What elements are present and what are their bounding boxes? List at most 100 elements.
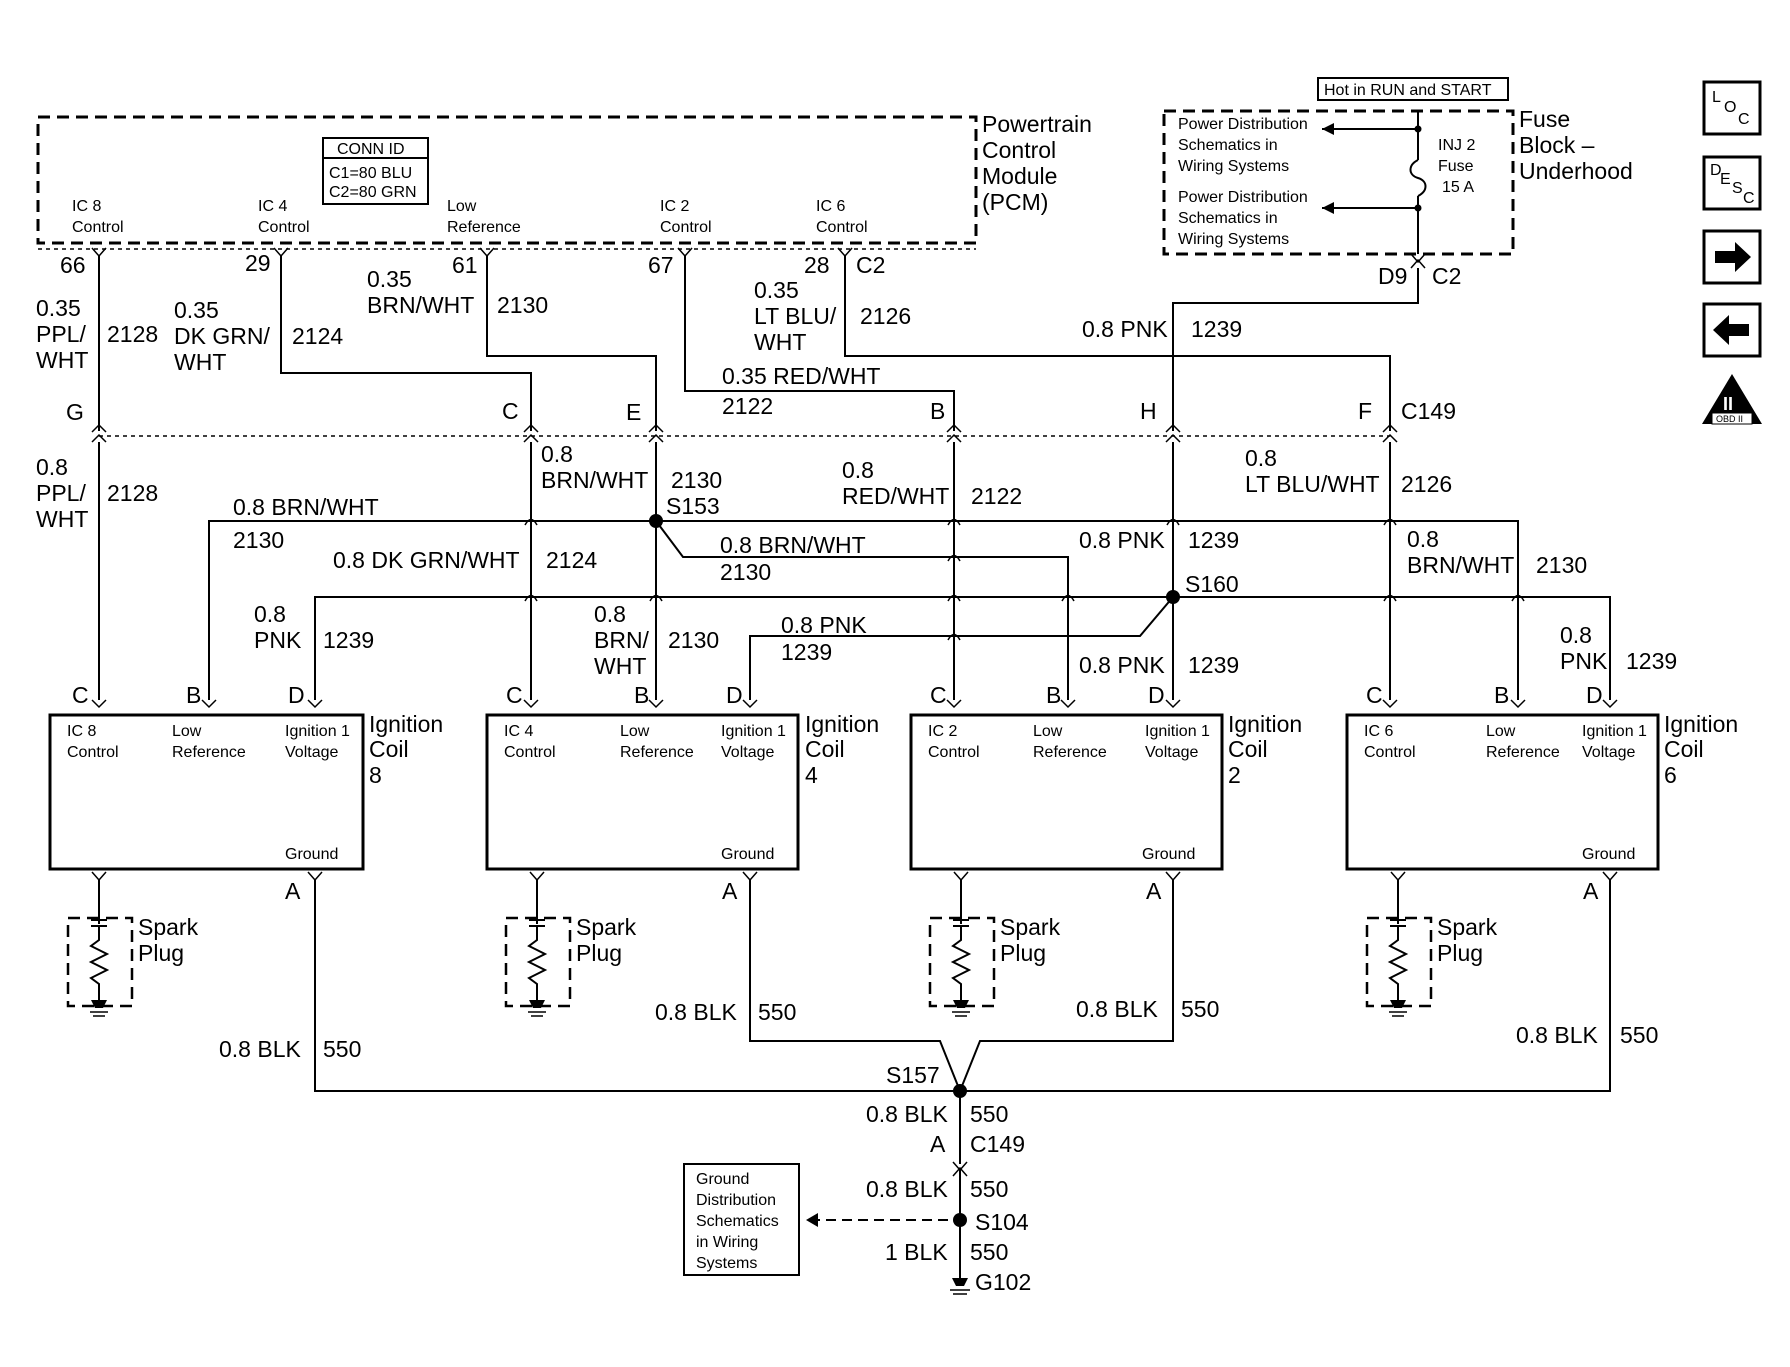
obd2-icon[interactable]: II OBD II: [1702, 374, 1762, 425]
svg-text:0.8 BLK: 0.8 BLK: [866, 1101, 948, 1127]
svg-text:Spark: Spark: [1000, 914, 1061, 940]
svg-text:0.8: 0.8: [36, 454, 68, 480]
svg-text:Ground: Ground: [721, 846, 774, 863]
pcm-pin-number: 66: [60, 252, 86, 278]
splice-label: S104: [975, 1209, 1029, 1235]
ground-label: G102: [975, 1269, 1031, 1295]
arrow-left-icon: [1322, 123, 1334, 135]
svg-text:550: 550: [970, 1239, 1008, 1265]
svg-text:Voltage: Voltage: [1145, 744, 1198, 761]
svg-text:IC 4: IC 4: [504, 723, 533, 740]
svg-text:2130: 2130: [233, 527, 284, 553]
c149-ground-pin: A: [930, 1131, 946, 1157]
ground-distribution-box: Ground Distribution Schematics in Wiring…: [683, 1163, 800, 1276]
splice-label: S160: [1185, 571, 1239, 597]
splice-s153: [649, 514, 663, 528]
svg-text:C: C: [930, 682, 947, 708]
svg-text:Coil: Coil: [1228, 736, 1268, 762]
svg-text:Control: Control: [504, 744, 556, 761]
svg-text:Ground: Ground: [696, 1171, 749, 1188]
conn-id-c1: C1=80 BLU: [329, 165, 412, 182]
svg-text:Spark: Spark: [1437, 914, 1498, 940]
ground-wire-labels: 0.8 BLK 550 0.8 BLK 550 0.8 BLK 550 0.8 …: [219, 996, 1658, 1295]
pcm-pin-name: Reference: [447, 219, 521, 236]
svg-text:2128: 2128: [107, 321, 158, 347]
svg-text:Ignition: Ignition: [369, 711, 443, 737]
svg-text:2130: 2130: [497, 292, 548, 318]
svg-text:Ignition: Ignition: [1228, 711, 1302, 737]
svg-text:2: 2: [1228, 762, 1241, 788]
svg-text:1239: 1239: [1191, 316, 1242, 342]
svg-text:RED/WHT: RED/WHT: [842, 483, 949, 509]
svg-text:LT BLU/: LT BLU/: [754, 303, 837, 329]
coil-ground-pin: A: [1583, 878, 1599, 904]
svg-text:PPL/: PPL/: [36, 480, 86, 506]
svg-text:2126: 2126: [860, 303, 911, 329]
svg-text:0.35: 0.35: [754, 277, 799, 303]
svg-text:2130: 2130: [720, 559, 771, 585]
arrow-left-icon: [1322, 202, 1334, 214]
splice-s160: [1166, 590, 1180, 604]
svg-text:0.8 BLK: 0.8 BLK: [866, 1176, 948, 1202]
svg-text:Ground: Ground: [285, 846, 338, 863]
svg-text:BRN/WHT: BRN/WHT: [1407, 552, 1514, 578]
splice-label: S157: [886, 1062, 940, 1088]
svg-text:D: D: [288, 682, 305, 708]
svg-text:WHT: WHT: [754, 329, 806, 355]
svg-text:0.8: 0.8: [1407, 526, 1439, 552]
loc-icon[interactable]: L O C: [1702, 80, 1762, 136]
splice-s104: [953, 1213, 967, 1227]
spark-plug-6: Spark Plug: [1365, 871, 1498, 1017]
splice-label: S153: [666, 493, 720, 519]
pcm-pin-number: 28: [804, 252, 830, 278]
svg-text:550: 550: [1181, 996, 1219, 1022]
svg-text:D: D: [726, 682, 743, 708]
svg-text:1239: 1239: [1188, 527, 1239, 553]
ignition-coil-6: IC 6 Control Low Reference Ignition 1 Vo…: [1345, 711, 1738, 871]
desc-icon[interactable]: D E S C: [1702, 155, 1762, 211]
svg-text:1239: 1239: [1188, 652, 1239, 678]
svg-text:1239: 1239: [1626, 648, 1677, 674]
fuse-block-title: Block –: [1519, 132, 1595, 158]
svg-text:2124: 2124: [546, 547, 597, 573]
svg-text:Voltage: Voltage: [721, 744, 774, 761]
svg-text:0.8: 0.8: [1560, 622, 1592, 648]
svg-text:0.8: 0.8: [254, 601, 286, 627]
spark-plug-4: Spark Plug: [504, 871, 637, 1017]
conn-id-header: CONN ID: [337, 141, 405, 158]
ignition-coil-4: IC 4 Control Low Reference Ignition 1 Vo…: [485, 711, 879, 871]
svg-text:OBD II: OBD II: [1716, 414, 1743, 424]
wire-labels-lower: 0.8 PPL/ WHT 2128 0.8 BRN/WHT 2130 S153 …: [36, 441, 1677, 679]
svg-text:0.8 PNK: 0.8 PNK: [1079, 652, 1165, 678]
arrow-left-icon[interactable]: [1702, 302, 1762, 358]
svg-text:550: 550: [323, 1036, 361, 1062]
svg-text:C: C: [72, 682, 89, 708]
pcm-pin-name: Low: [447, 198, 477, 215]
pcm-pin-name: IC 4: [258, 198, 287, 215]
fuse-block-title: Fuse: [1519, 106, 1570, 132]
svg-text:PNK: PNK: [254, 627, 302, 653]
svg-text:D: D: [1710, 162, 1722, 179]
svg-text:Coil: Coil: [805, 736, 845, 762]
svg-text:0.8 BLK: 0.8 BLK: [219, 1036, 301, 1062]
c149-pin: E: [626, 399, 641, 425]
svg-text:0.8: 0.8: [541, 441, 573, 467]
fuse-label: 15 A: [1442, 179, 1474, 196]
svg-text:WHT: WHT: [594, 653, 646, 679]
svg-text:B: B: [186, 682, 201, 708]
svg-text:0.8: 0.8: [1245, 445, 1277, 471]
svg-text:2128: 2128: [107, 480, 158, 506]
wire-labels-upper: 0.35 PPL/ WHT 2128 0.35 DK GRN/ WHT 2124…: [36, 266, 1242, 419]
pcm-pin-name: Control: [816, 219, 868, 236]
svg-text:Reference: Reference: [1486, 744, 1560, 761]
svg-text:Low: Low: [1033, 723, 1063, 740]
svg-text:Low: Low: [172, 723, 202, 740]
arrow-right-icon[interactable]: [1702, 229, 1762, 285]
svg-text:Ignition 1: Ignition 1: [721, 723, 786, 740]
svg-text:BRN/: BRN/: [594, 627, 650, 653]
svg-text:L: L: [1712, 89, 1721, 106]
svg-text:1239: 1239: [323, 627, 374, 653]
svg-text:Control: Control: [928, 744, 980, 761]
svg-text:WHT: WHT: [36, 347, 88, 373]
spark-plug-2: Spark Plug: [928, 871, 1061, 1017]
